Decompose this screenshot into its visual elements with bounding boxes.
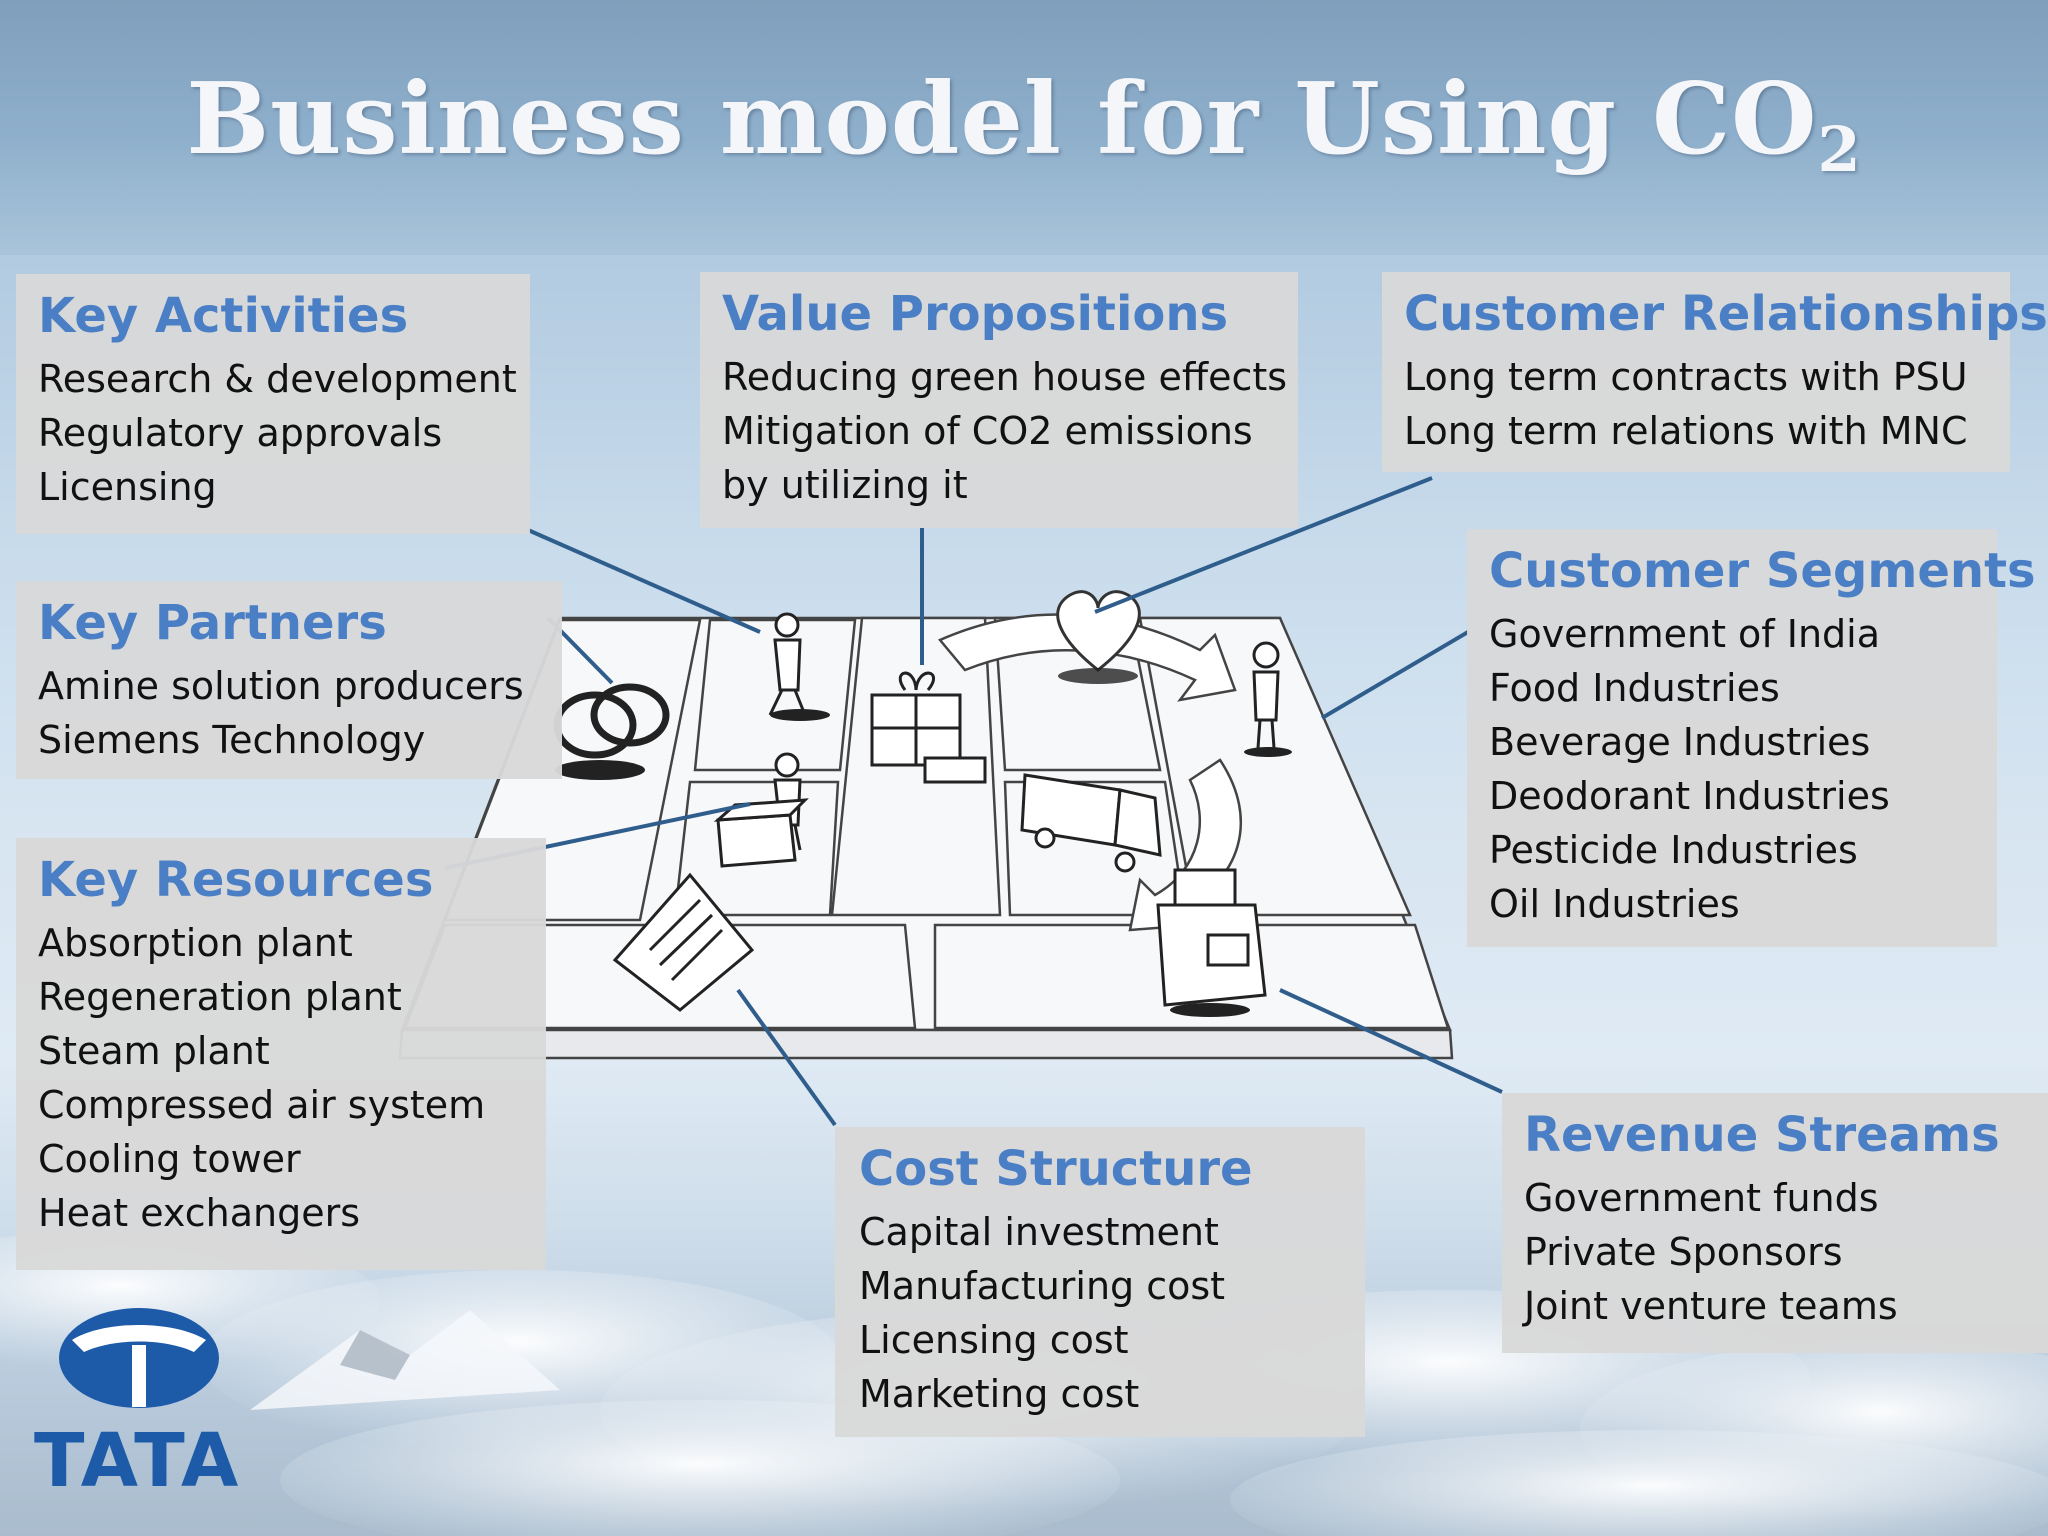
customer-segments-heading: Customer Segments (1489, 543, 2036, 599)
list-item: Siemens Technology (38, 717, 426, 762)
canvas-base-edge (398, 1028, 1454, 1060)
customer-relationships-box: Customer Relationships Long term contrac… (1382, 272, 2048, 472)
list-item: Manufacturing cost (859, 1263, 1226, 1308)
key-partners-box: Key Partners Amine solution producers Si… (16, 581, 562, 779)
canvas-key-activities-block (693, 618, 857, 772)
list-item: Capital investment (859, 1209, 1219, 1254)
list-item: Regeneration plant (38, 974, 402, 1019)
truck-icon (1020, 773, 1162, 873)
connector-customer-segments (1320, 630, 1470, 720)
connector-revenue-streams (1279, 988, 1503, 1094)
connector-cost-structure (736, 988, 837, 1127)
heart-icon (1056, 590, 1141, 672)
list-item: Reducing green house effects (722, 354, 1288, 399)
cost-structure-heading: Cost Structure (859, 1141, 1253, 1197)
list-item: Research & development (38, 356, 517, 401)
list-item: Compressed air system (38, 1082, 486, 1127)
document-icon (612, 872, 755, 1012)
list-item: Licensing cost (859, 1317, 1129, 1362)
list-item: Beverage Industries (1489, 719, 1871, 764)
cash-register-icon (1156, 868, 1267, 1007)
key-resources-box: Key Resources Absorption plant Regenerat… (16, 838, 546, 1270)
list-item: Absorption plant (38, 920, 353, 965)
key-activities-heading: Key Activities (38, 288, 409, 344)
list-item: Food Industries (1489, 665, 1780, 710)
list-item: Steam plant (38, 1028, 270, 1073)
key-partners-heading: Key Partners (38, 595, 387, 651)
tata-logo-text: TATA (34, 1418, 241, 1504)
list-item: Government funds (1524, 1175, 1879, 1220)
list-item: Marketing cost (859, 1371, 1140, 1416)
list-item: Amine solution producers (38, 663, 524, 708)
customer-segments-box: Customer Segments Government of India Fo… (1467, 529, 2036, 947)
list-item: Cooling tower (38, 1136, 301, 1181)
customer-relationships-heading: Customer Relationships (1404, 286, 2048, 342)
title-band (0, 0, 2048, 255)
list-item: Heat exchangers (38, 1190, 361, 1235)
list-item: Deodorant Industries (1489, 773, 1890, 818)
gift-box-icon (870, 671, 962, 767)
list-item: Joint venture teams (1524, 1283, 1898, 1328)
revenue-streams-box: Revenue Streams Government funds Private… (1502, 1093, 2048, 1353)
connector-key-activities (527, 528, 761, 634)
list-item: Pesticide Industries (1489, 827, 1858, 872)
cycle-arrow (937, 613, 1237, 702)
customer-figure-icon (1252, 641, 1280, 749)
value-propositions-heading: Value Propositions (722, 286, 1229, 342)
list-item: Licensing (38, 464, 217, 509)
tata-logo-icon (59, 1308, 219, 1408)
list-item: Long term contracts with PSU (1404, 354, 1968, 399)
slide-title: Business model for Using CO2 (186, 62, 1862, 186)
list-item: Long term relations with MNC (1404, 408, 1968, 453)
cost-structure-box: Cost Structure Capital investment Manufa… (835, 1127, 1365, 1437)
list-item: Government of India (1489, 611, 1881, 656)
key-resources-heading: Key Resources (38, 852, 434, 908)
value-propositions-box: Value Propositions Reducing green house … (700, 272, 1298, 528)
list-item: by utilizing it (722, 462, 968, 507)
connector-customer-relationships (1094, 476, 1433, 614)
list-item: Oil Industries (1489, 881, 1740, 926)
key-activities-box: Key Activities Research & development Re… (16, 274, 530, 534)
list-item: Regulatory approvals (38, 410, 443, 455)
list-item: Private Sponsors (1524, 1229, 1843, 1274)
revenue-streams-heading: Revenue Streams (1524, 1107, 2000, 1163)
list-item: Mitigation of CO2 emissions (722, 408, 1253, 453)
